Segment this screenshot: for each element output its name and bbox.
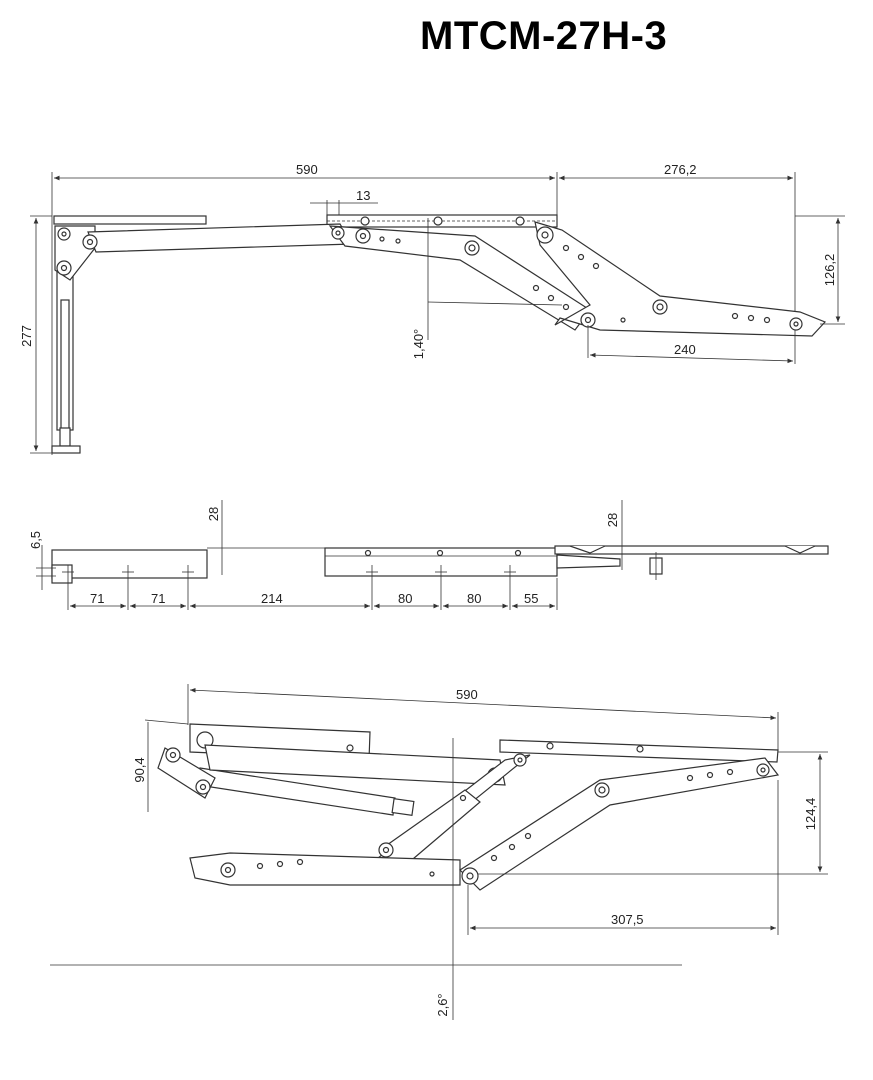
- angle-140: 1,40°: [411, 329, 426, 360]
- strut-foot: [51, 445, 81, 454]
- bottom-upper-arm: [204, 744, 506, 786]
- right-link-top: [534, 221, 827, 337]
- dim-124-4: 124,4: [803, 798, 818, 831]
- dim-276-top: 276,2: [664, 162, 697, 177]
- dim-590-top: 590: [296, 162, 318, 177]
- dim-126: 126,2: [822, 254, 837, 287]
- plate-left-mid: [51, 549, 208, 579]
- dim-6-5: 6,5: [28, 531, 43, 549]
- dim-71-b: 71: [151, 591, 165, 606]
- main-arm-top: [87, 223, 354, 253]
- angle-2-6: 2,6°: [435, 993, 450, 1016]
- top-view: 590 276,2 13: [19, 162, 845, 455]
- dim-307-5: 307,5: [611, 912, 644, 927]
- dim-28-right: 28: [605, 513, 620, 527]
- dim-71-a: 71: [90, 591, 104, 606]
- dim-277: 277: [19, 325, 34, 347]
- knee-link-top: [328, 225, 591, 331]
- dim-590-bottom: 590: [456, 687, 478, 702]
- dim-80-a: 80: [398, 591, 412, 606]
- extension-bar-mid: [554, 545, 829, 555]
- dim-240: 240: [674, 342, 696, 357]
- page-title: MTCM-27H-3: [420, 14, 668, 58]
- bottom-view: 590 90,4: [50, 684, 828, 1020]
- dim-80-b: 80: [467, 591, 481, 606]
- bottom-right-arm: [459, 757, 780, 891]
- top-mount-plate-left: [53, 215, 207, 225]
- dim-90-4: 90,4: [132, 757, 147, 782]
- dim-13-top: 13: [356, 188, 370, 203]
- bottom-lower-arm: [189, 852, 461, 886]
- dim-28-left: 28: [206, 507, 221, 521]
- dim-55: 55: [524, 591, 538, 606]
- dim-214: 214: [261, 591, 283, 606]
- middle-view: 71 71 214 80 80 55 6,5 28 28: [28, 500, 829, 610]
